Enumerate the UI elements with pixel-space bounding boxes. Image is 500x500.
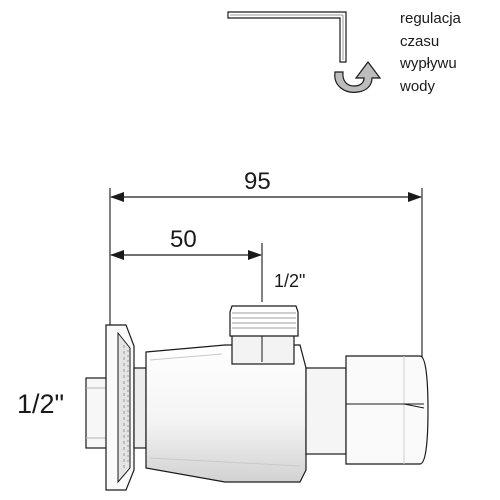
cartridge-neck	[305, 367, 347, 455]
flow-time-adjustment-note: regulacja czasu wypływu wody	[399, 10, 462, 95]
note-line: wypływu	[399, 55, 457, 72]
valve-body	[85, 305, 429, 491]
regulation-cap	[345, 355, 429, 465]
dimension-outlet: 50	[110, 226, 262, 260]
note-line: regulacja	[400, 10, 462, 27]
thread-label-outlet: 1/2"	[274, 271, 305, 291]
note-line: czasu	[400, 33, 439, 50]
hex-key-icon	[227, 11, 347, 63]
dimension-overall: 95	[110, 168, 422, 202]
rotate-arrow-icon	[334, 61, 382, 93]
thread-label-inlet: 1/2"	[17, 389, 64, 419]
outlet-neck	[231, 331, 295, 365]
outlet-thread	[229, 305, 299, 337]
dimension-label-outlet: 50	[170, 226, 197, 253]
connector-nut	[133, 367, 147, 449]
main-body	[145, 344, 307, 483]
note-line: wody	[399, 78, 436, 95]
dimension-label-overall: 95	[244, 168, 271, 195]
